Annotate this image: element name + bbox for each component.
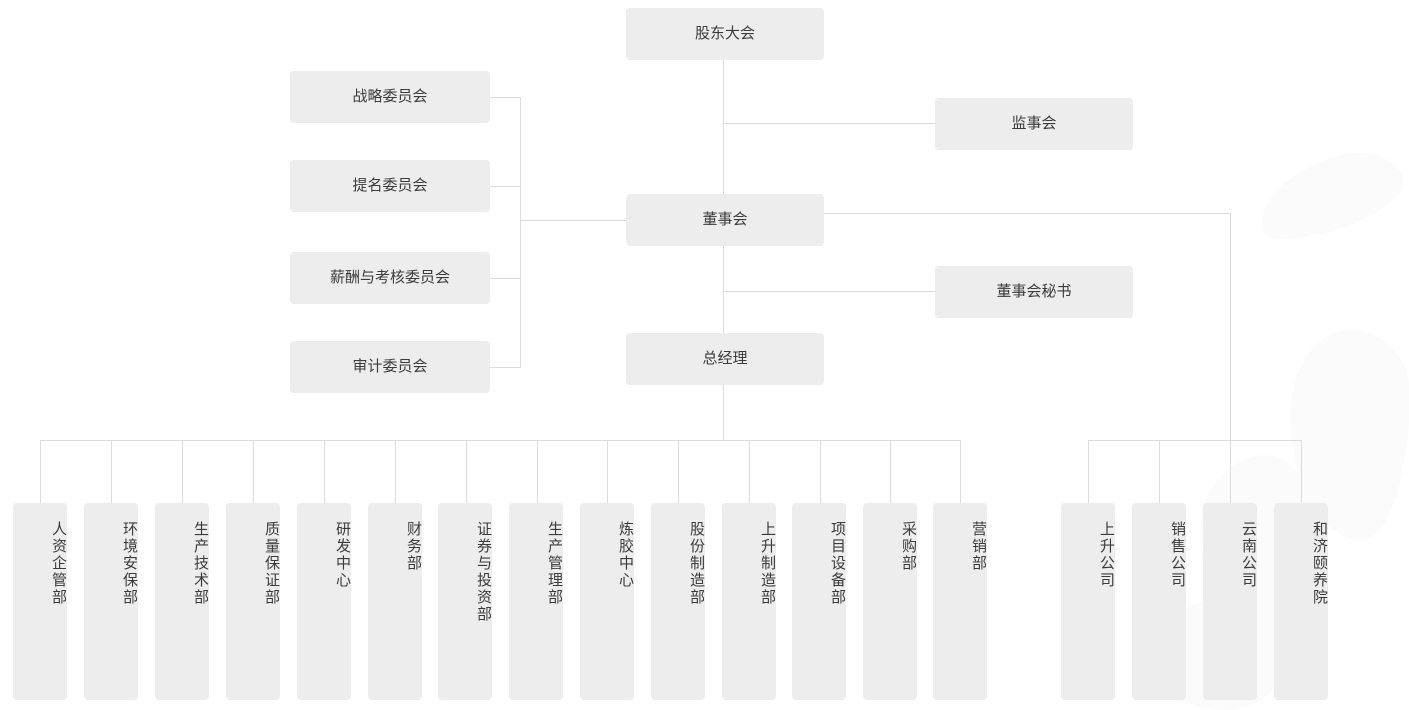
connector-committee-2 [490, 186, 521, 187]
connector-department-drop [40, 440, 41, 503]
connector-gm-to-department-bus [723, 385, 724, 441]
connector-subsidiary-drop [1301, 440, 1302, 503]
node-department-production-management[interactable]: 生产管理部 [509, 503, 563, 700]
connector-department-drop [111, 440, 112, 503]
connector-department-drop [607, 440, 608, 503]
node-subsidiary-sales-company[interactable]: 销售公司 [1132, 503, 1186, 700]
node-committee-remuneration-appraisal[interactable]: 薪酬与考核委员会 [290, 252, 490, 304]
connector-department-drop [324, 440, 325, 503]
connector-board-to-subsidiary-branch [823, 213, 1231, 214]
node-department-production-technology[interactable]: 生产技术部 [155, 503, 209, 700]
connector-subsidiary-bus [1088, 440, 1301, 441]
connector-board-to-supervisory [723, 123, 935, 124]
node-department-hr-enterprise-management[interactable]: 人资企管部 [13, 503, 67, 700]
connector-department-drop [253, 440, 254, 503]
node-subsidiary-yunnan-company[interactable]: 云南公司 [1203, 503, 1257, 700]
node-subsidiary-heji-nursing-home[interactable]: 和济颐养院 [1274, 503, 1328, 700]
node-department-quality-assurance[interactable]: 质量保证部 [226, 503, 280, 700]
node-committee-nomination[interactable]: 提名委员会 [290, 160, 490, 212]
node-department-securities-investment[interactable]: 证券与投资部 [438, 503, 492, 700]
node-department-environment-security[interactable]: 环境安保部 [84, 503, 138, 700]
connector-subsidiary-drop [1159, 440, 1160, 503]
node-subsidiary-shangsheng-company[interactable]: 上升公司 [1061, 503, 1115, 700]
connector-subsidiary-drop [1230, 440, 1231, 503]
connector-committee-4 [490, 367, 521, 368]
node-department-shareholding-manufacturing[interactable]: 股份制造部 [651, 503, 705, 700]
node-board-of-directors[interactable]: 董事会 [626, 194, 824, 246]
connector-department-drop [678, 440, 679, 503]
connector-board-to-secretary [723, 291, 935, 292]
connector-department-drop [749, 440, 750, 503]
node-supervisory-board[interactable]: 监事会 [935, 98, 1133, 150]
connector-department-drop [182, 440, 183, 503]
node-general-manager[interactable]: 总经理 [626, 333, 824, 385]
node-department-marketing[interactable]: 营销部 [933, 503, 987, 700]
connector-subsidiary-riser [1230, 213, 1231, 441]
node-department-shangsheng-manufacturing[interactable]: 上升制造部 [722, 503, 776, 700]
node-department-project-equipment[interactable]: 项目设备部 [792, 503, 846, 700]
connector-subsidiary-drop [1088, 440, 1089, 503]
connector-committee-1 [490, 97, 521, 98]
connector-department-bus [40, 440, 960, 441]
connector-committee-3 [490, 278, 521, 279]
node-committee-audit[interactable]: 审计委员会 [290, 341, 490, 393]
node-committee-strategy[interactable]: 战略委员会 [290, 71, 490, 123]
connector-shareholders-to-board [723, 60, 724, 195]
connector-department-drop [960, 440, 961, 503]
node-shareholders-meeting[interactable]: 股东大会 [626, 8, 824, 60]
connector-department-drop [890, 440, 891, 503]
node-board-secretary[interactable]: 董事会秘书 [935, 266, 1133, 318]
connector-committees-to-board [520, 220, 626, 221]
connector-department-drop [466, 440, 467, 503]
connector-department-drop [820, 440, 821, 503]
node-department-rubber-mixing-center[interactable]: 炼胶中心 [580, 503, 634, 700]
node-department-procurement[interactable]: 采购部 [863, 503, 917, 700]
node-department-finance[interactable]: 财务部 [368, 503, 422, 700]
connector-department-drop [395, 440, 396, 503]
connector-board-to-gm [723, 246, 724, 333]
connector-department-drop [537, 440, 538, 503]
background-watermark-shape [1247, 138, 1409, 252]
node-department-rd-center[interactable]: 研发中心 [297, 503, 351, 700]
connector-committee-trunk [520, 97, 521, 367]
